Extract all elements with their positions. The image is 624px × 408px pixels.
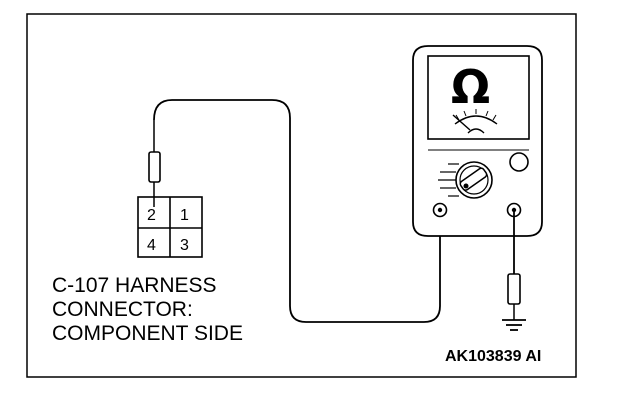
meter-needle bbox=[452, 114, 471, 131]
connector-caption-line-1: C-107 HARNESS bbox=[52, 274, 217, 297]
figure-id: AK103839 AI bbox=[445, 348, 542, 365]
harness-connector: 2 1 4 3 bbox=[137, 196, 203, 258]
test-lead-wire bbox=[153, 99, 441, 323]
ground-symbol bbox=[502, 319, 526, 331]
range-selector-knob bbox=[438, 161, 493, 199]
ohmmeter: Ω bbox=[412, 45, 543, 237]
pin-4-label: 4 bbox=[147, 237, 156, 254]
diagram-border bbox=[26, 13, 577, 378]
pin-1-label: 1 bbox=[180, 207, 189, 224]
test-probe-ground bbox=[507, 273, 521, 305]
meter-display bbox=[427, 55, 530, 140]
ohm-symbol: Ω bbox=[451, 60, 490, 114]
meter-scale bbox=[454, 115, 498, 125]
connector-caption-line-3: COMPONENT SIDE bbox=[52, 322, 243, 345]
test-probe-connector bbox=[148, 120, 161, 207]
pin-2-label: 2 bbox=[147, 207, 156, 224]
pin-3-label: 3 bbox=[180, 237, 189, 254]
connector-caption-line-2: CONNECTOR: bbox=[52, 298, 193, 321]
meter-terminal-left bbox=[432, 202, 448, 218]
zero-adjust-knob bbox=[509, 152, 529, 172]
ground-lead bbox=[502, 210, 526, 331]
